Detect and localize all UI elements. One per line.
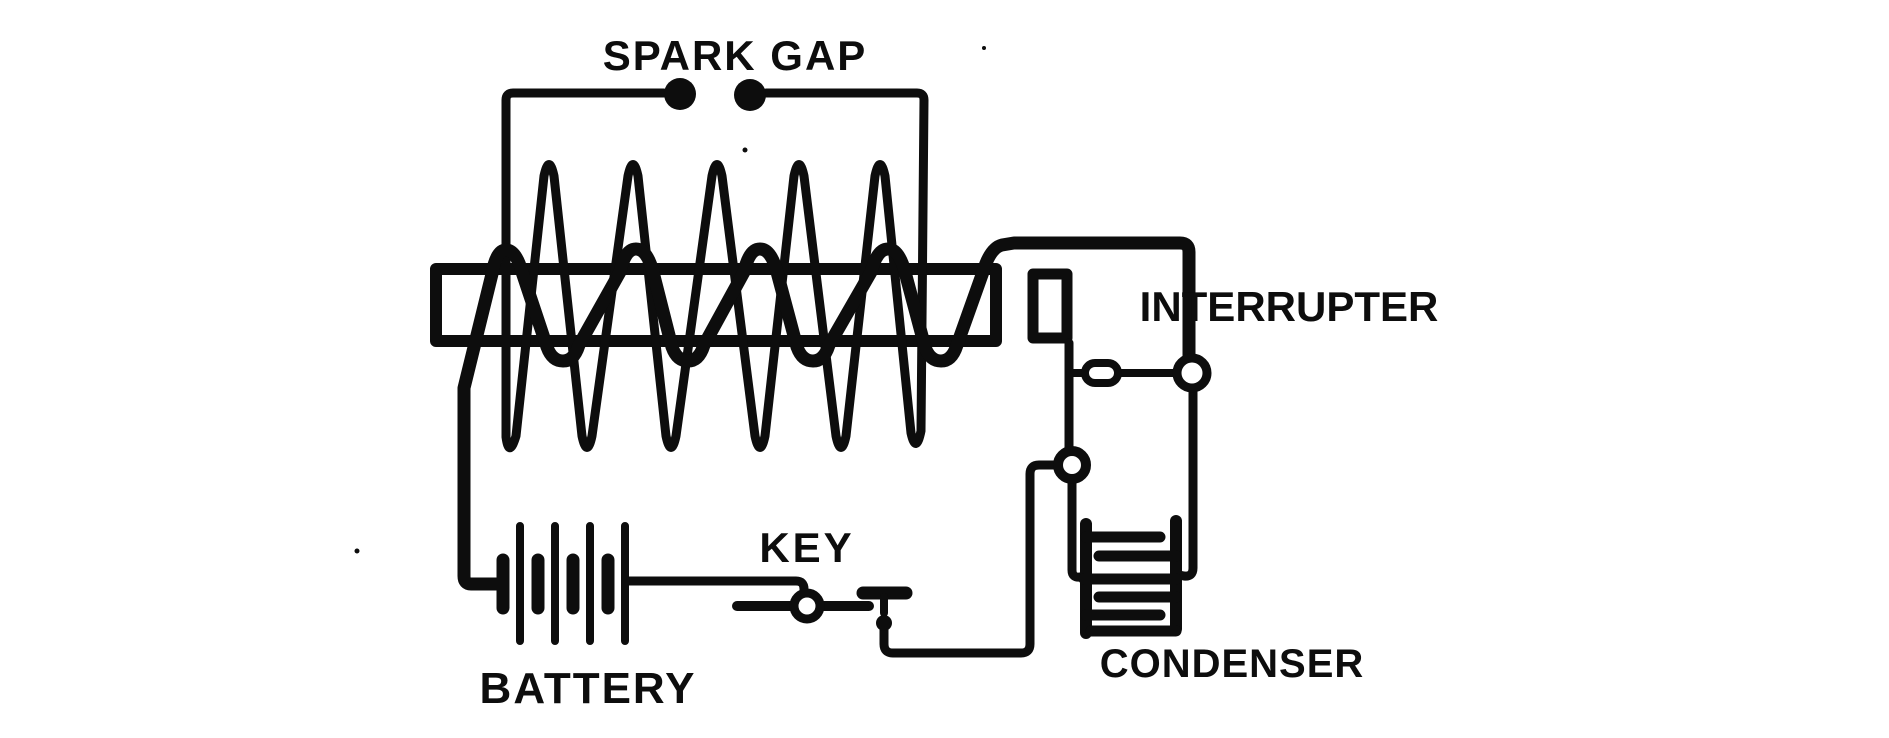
- key-return-wire: [879, 460, 1061, 658]
- battery-label: BATTERY: [480, 664, 697, 713]
- condenser-right-wire: [1174, 384, 1198, 581]
- condenser-label: CONDENSER: [1100, 642, 1365, 686]
- battery-long-plate: [516, 522, 629, 645]
- spark-gap-ball-right: [734, 79, 766, 111]
- print-specks: [354, 46, 986, 554]
- battery-short-plate: [496, 553, 615, 615]
- interrupter-armature: [1027, 268, 1073, 344]
- key-contact-dot: [876, 615, 892, 631]
- condenser-left-wire: [1067, 475, 1085, 582]
- interrupter-label: INTERRUPTER: [1140, 283, 1439, 330]
- battery-cells: [496, 522, 629, 645]
- battery-feed-wire: [624, 576, 809, 598]
- key-knob: [789, 588, 825, 624]
- condenser-plates: [1078, 531, 1182, 637]
- spark-gap-ball-left: [664, 78, 696, 110]
- condenser-stack: [1078, 515, 1182, 639]
- key-label: KEY: [759, 524, 854, 571]
- spark-gap-label: SPARK GAP: [603, 32, 868, 79]
- primary-coil-wire: [457, 236, 1196, 591]
- interrupter-contact-screw: [1081, 359, 1122, 387]
- junction-node: [1053, 446, 1091, 484]
- secondary-coil-wire: [501, 88, 929, 453]
- interrupter-node: [1172, 353, 1212, 393]
